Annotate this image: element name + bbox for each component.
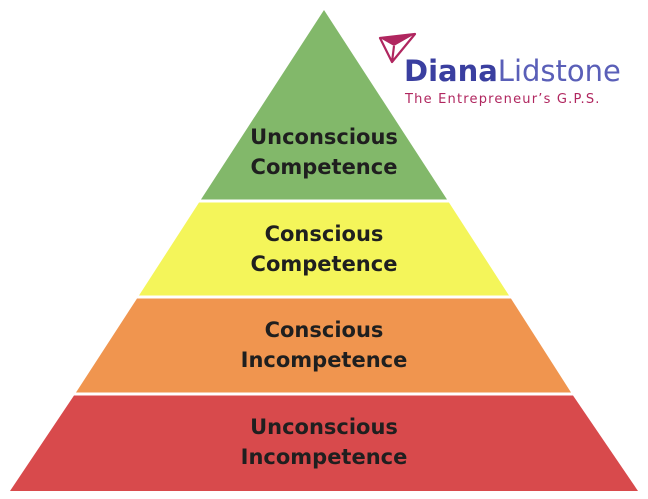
logo-tagline: The Entrepreneur’s G.P.S. (405, 92, 601, 107)
tier-label-line1: Conscious (264, 222, 384, 246)
tier-label-conscious-incompetence: Conscious Incompetence (174, 315, 474, 375)
logo-first-name: Diana (404, 54, 498, 88)
tier-label-unconscious-competence: Unconscious Competence (174, 122, 474, 182)
tier-label-unconscious-incompetence: Unconscious Incompetence (174, 412, 474, 472)
logo-name: DianaLidstone (404, 54, 621, 88)
tier-label-line1: Conscious (264, 318, 384, 342)
logo-last-name: Lidstone (497, 54, 621, 88)
tier-unconscious-incompetence (10, 394, 638, 491)
tier-conscious-competence (138, 201, 510, 297)
tier-label-line2: Competence (250, 252, 398, 276)
tier-conscious-incompetence (75, 297, 572, 394)
tier-label-conscious-competence: Conscious Competence (174, 219, 474, 279)
tier-unconscious-competence (200, 10, 448, 201)
tier-label-line2: Competence (250, 155, 398, 179)
tier-label-line1: Unconscious (250, 125, 398, 149)
tier-label-line2: Incompetence (240, 445, 408, 469)
tier-label-line1: Unconscious (250, 415, 398, 439)
paper-plane-icon (378, 32, 417, 64)
tier-label-line2: Incompetence (240, 348, 408, 372)
brand-logo: DianaLidstone The Entrepreneur’s G.P.S. (378, 32, 640, 112)
